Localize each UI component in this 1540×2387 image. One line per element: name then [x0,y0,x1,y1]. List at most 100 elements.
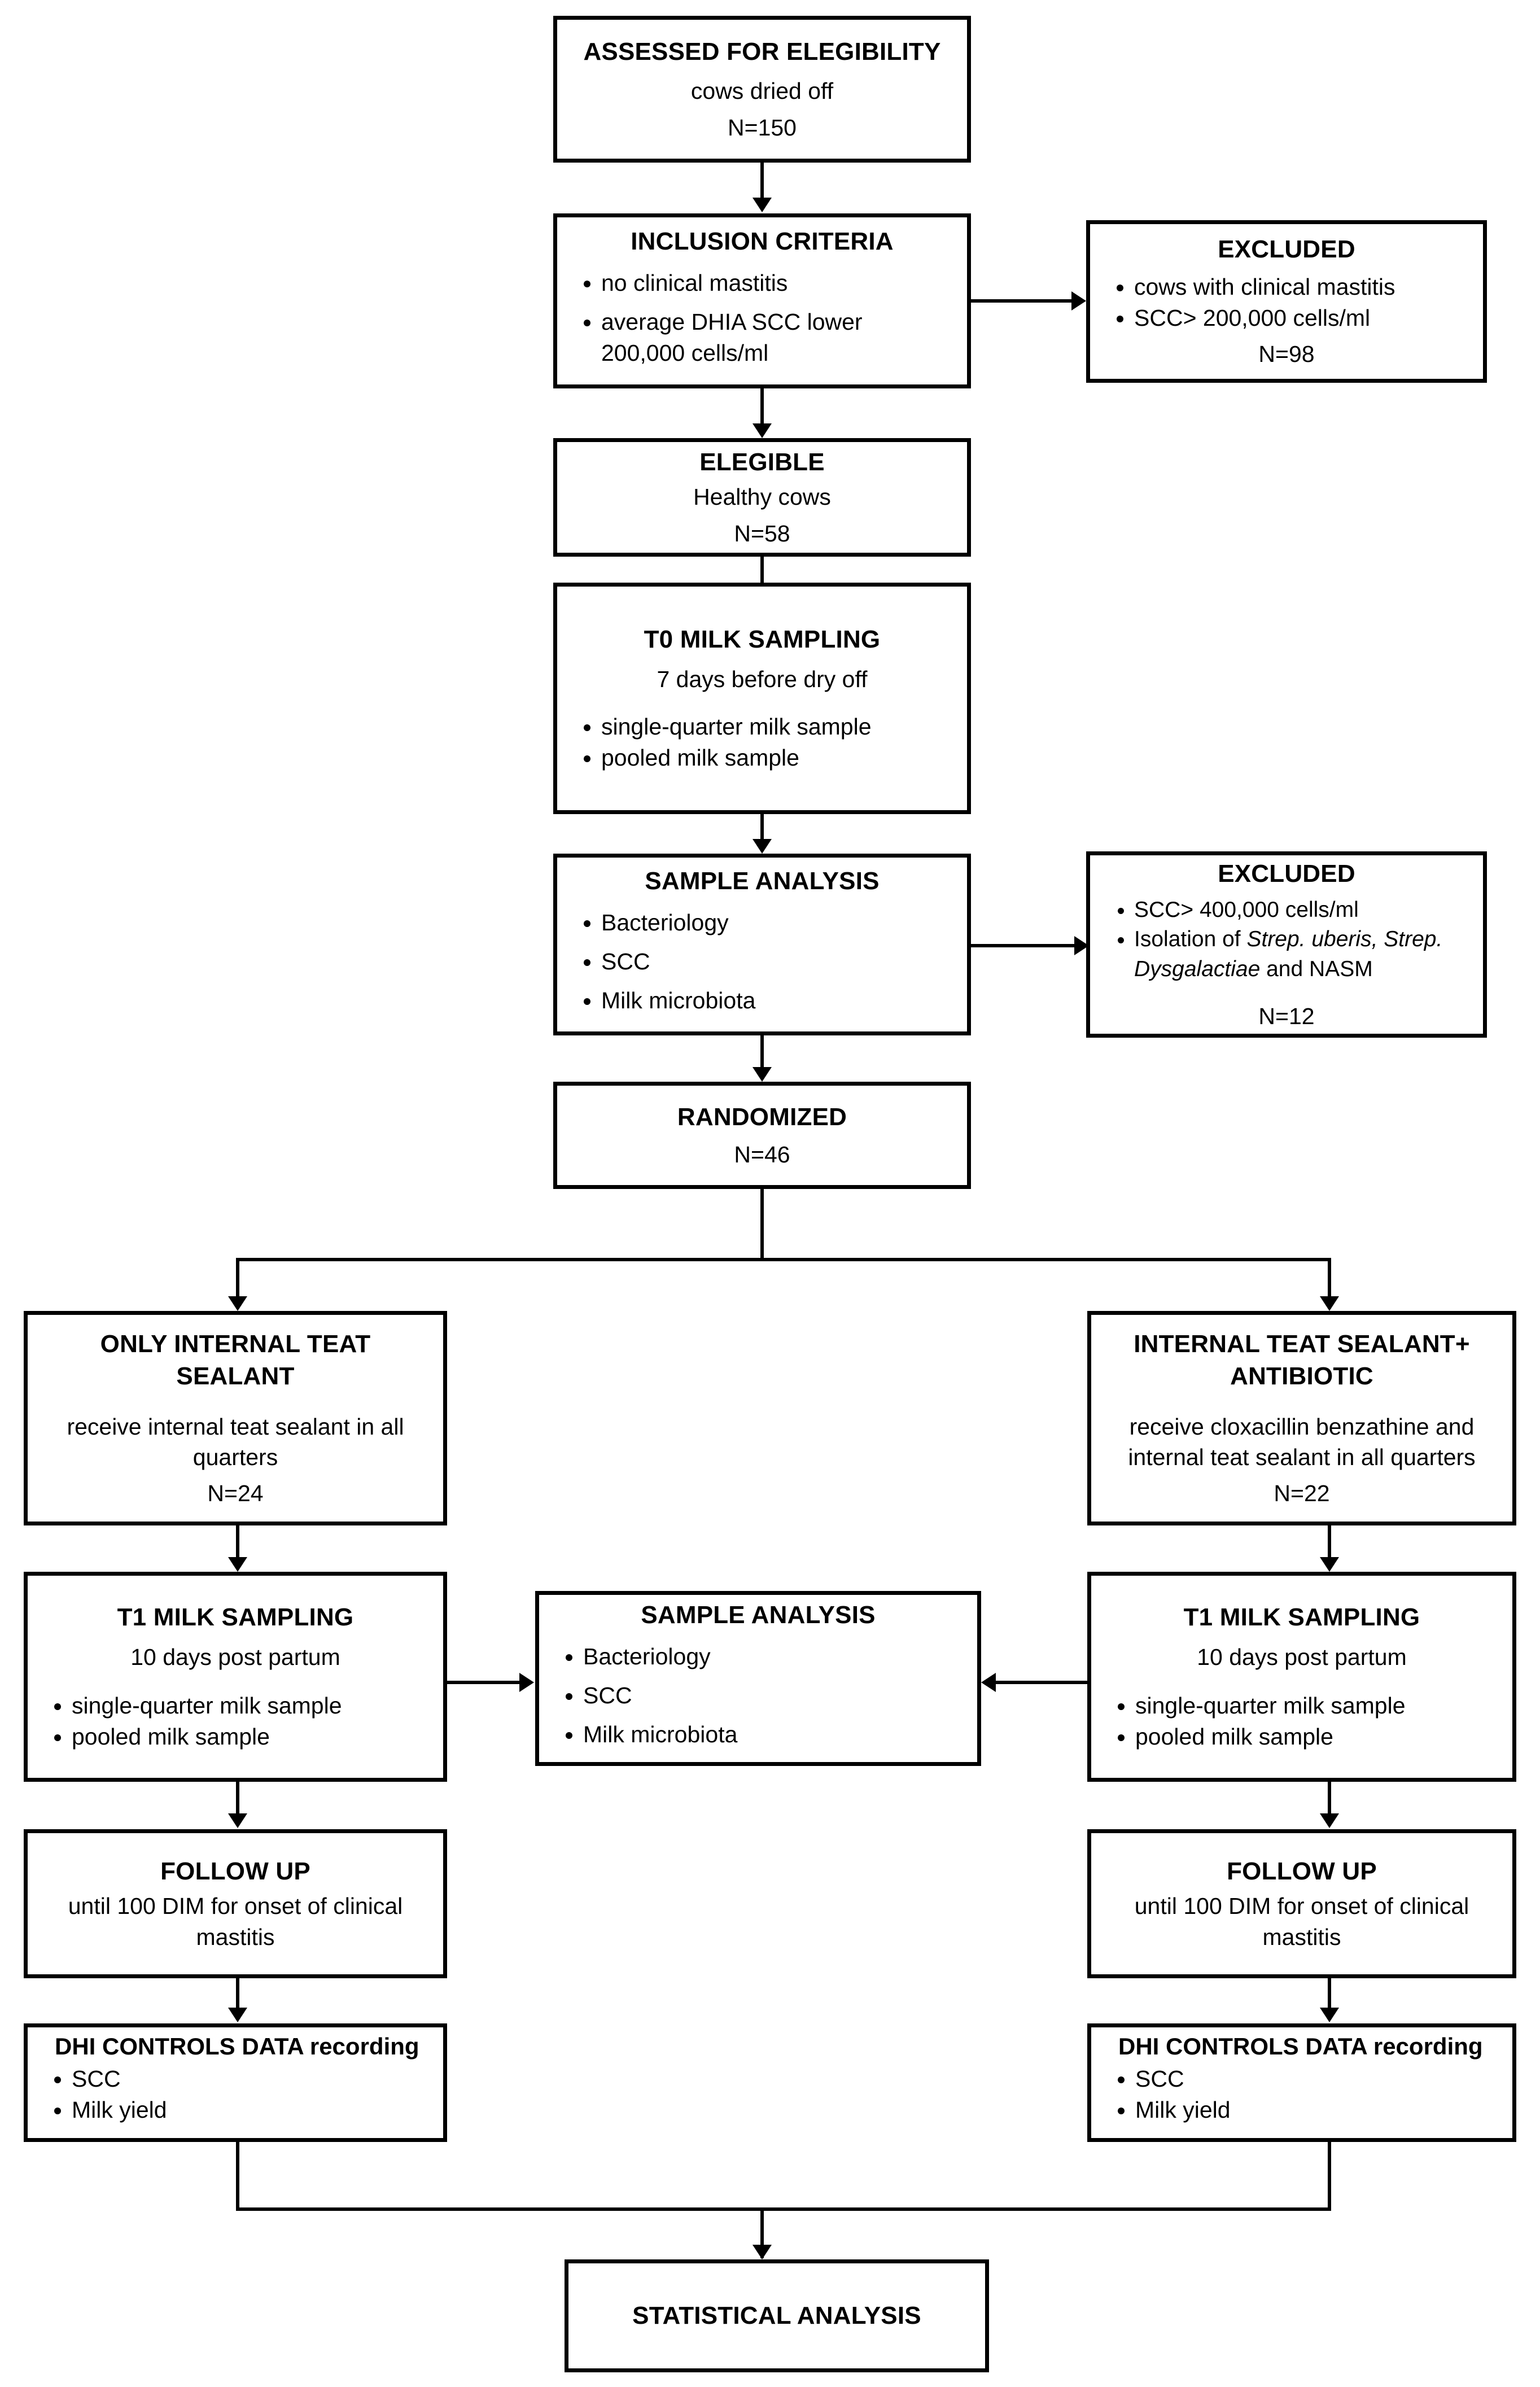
node-t1-milk-sampling-left: T1 MILK SAMPLING 10 days post partum sin… [24,1572,447,1782]
arrowhead-down [228,1296,247,1311]
node-title: DHI CONTROLS DATA recording [1118,2033,1483,2060]
arrowhead-right [519,1673,534,1692]
node-title: FOLLOW UP [160,1857,310,1886]
node-subtitle: until 100 DIM for onset of clinical mast… [68,1893,403,1950]
node-subtitle: receive cloxacillin benzathine and inter… [1128,1414,1476,1471]
list-item: single-quarter milk sample [1135,1690,1498,1721]
node-count: N=12 [1258,1003,1315,1029]
arrowhead-down [1320,1813,1339,1828]
connector-sampleanalysis-to-randomized [760,1035,764,1077]
connector-dhiright-drop [1328,2142,1331,2211]
node-title: SAMPLE ANALYSIS [645,867,880,895]
node-bullet-list: SCC> 400,000 cells/ml Isolation of Strep… [1105,895,1468,984]
node-count: N=98 [1258,341,1315,368]
arrowhead-down [753,2245,772,2259]
species-name-1: Strep. uberis, Strep. [1246,927,1443,952]
node-sample-analysis-t0: SAMPLE ANALYSIS Bacteriology SCC Milk mi… [553,854,971,1035]
list-item: pooled milk sample [72,1721,428,1752]
node-title: INTERNAL TEAT SEALANT+ ANTIBIOTIC [1134,1330,1470,1390]
connector-split-bar [236,1258,1331,1261]
list-item: single-quarter milk sample [72,1690,428,1721]
connector-t1right-to-sampleanalysis [996,1681,1087,1684]
list-item: SCC> 200,000 cells/ml [1134,303,1468,334]
node-subtitle: until 100 DIM for onset of clinical mast… [1134,1893,1469,1950]
node-statistical-analysis: STATISTICAL ANALYSIS [565,2259,989,2372]
arrowhead-down [753,423,772,438]
arrowhead-down [228,1557,247,1572]
node-title: ASSESSED FOR ELEGIBILITY [583,38,941,66]
list-item: cows with clinical mastitis [1134,272,1468,303]
connector-followupright-to-dhiright [1328,1978,1331,2018]
node-dhi-controls-right: DHI CONTROLS DATA recording SCC Milk yie… [1087,2023,1516,2142]
node-t0-milk-sampling: T0 MILK SAMPLING 7 days before dry off s… [553,583,971,814]
list-item: SCC [583,1680,963,1711]
node-randomized: RANDOMIZED N=46 [553,1082,971,1189]
connector-armleft-to-t1left [236,1525,239,1567]
connector-inclusion-to-elegible [760,388,764,434]
list-item: SCC [1135,2064,1498,2095]
node-assessed-for-elegibility: ASSESSED FOR ELEGIBILITY cows dried off … [553,16,971,163]
node-bullet-list: Bacteriology SCC Milk microbiota [554,1641,963,1758]
arrowhead-left [981,1673,996,1692]
node-subtitle: cows dried off [690,78,834,104]
connector-elegible-to-t0 [760,557,764,602]
list-item: Milk microbiota [601,985,952,1016]
list-item: Milk yield [72,2095,428,2126]
arrowhead-down [1320,1557,1339,1572]
node-bullet-list: no clinical mastitis average DHIA SCC lo… [572,268,952,377]
node-bullet-list: single-quarter milk sample pooled milk s… [572,711,952,773]
node-subtitle: 7 days before dry off [657,666,868,692]
text-plain-2: and NASM [1260,956,1373,981]
connector-split-left-drop [236,1258,239,1309]
connector-merge-bar [236,2207,1331,2211]
node-bullet-list: single-quarter milk sample pooled milk s… [42,1690,428,1752]
node-title: T0 MILK SAMPLING [644,626,881,654]
node-t1-milk-sampling-right: T1 MILK SAMPLING 10 days post partum sin… [1087,1572,1516,1782]
arrowhead-down [1320,2008,1339,2022]
node-bullet-list: Bacteriology SCC Milk microbiota [572,907,952,1024]
connector-t1left-to-followupleft [236,1782,239,1824]
node-bullet-list: single-quarter milk sample pooled milk s… [1106,1690,1498,1752]
list-item: Bacteriology [583,1641,963,1672]
connector-randomized-stem [760,1189,764,1261]
node-inclusion-criteria: INCLUSION CRITERIA no clinical mastitis … [553,213,971,388]
node-title: EXCLUDED [1218,859,1355,888]
node-bullet-list: SCC Milk yield [1106,2064,1498,2126]
node-title: T1 MILK SAMPLING [1183,1603,1420,1632]
connector-inclusion-to-excluded1 [971,299,1073,303]
list-item: SCC [601,946,952,977]
connector-merge-to-statistical [760,2207,764,2258]
node-excluded-2: EXCLUDED SCC> 400,000 cells/ml Isolation… [1086,851,1487,1038]
connector-followupleft-to-dhileft [236,1978,239,2018]
list-item: pooled milk sample [601,742,952,773]
arrowhead-down [753,1067,772,1082]
node-title: EXCLUDED [1218,235,1355,264]
list-item: pooled milk sample [1135,1721,1498,1752]
node-bullet-list: cows with clinical mastitis SCC> 200,000… [1105,272,1468,334]
species-name-2: Dysgalactiae [1134,956,1261,981]
node-sample-analysis-t1: SAMPLE ANALYSIS Bacteriology SCC Milk mi… [535,1591,981,1766]
connector-t1right-to-followupright [1328,1782,1331,1824]
connector-sampleanalysis-to-excluded2 [971,944,1075,947]
node-count: N=150 [728,114,797,141]
node-subtitle: receive internal teat sealant in all qua… [67,1414,404,1471]
arrowhead-down [228,1813,247,1828]
node-title: ONLY INTERNAL TEAT SEALANT [100,1330,371,1390]
node-elegible: ELEGIBLE Healthy cows N=58 [553,438,971,557]
node-subtitle: Healthy cows [693,484,831,510]
connector-armright-to-t1right [1328,1525,1331,1567]
arrowhead-down [228,2008,247,2022]
node-title: STATISTICAL ANALYSIS [632,2302,921,2330]
list-item: Bacteriology [601,907,952,938]
connector-t0-to-sample-analysis [760,814,764,849]
node-title: FOLLOW UP [1227,1857,1377,1886]
node-arm-internal-teat-sealant-antibiotic: INTERNAL TEAT SEALANT+ ANTIBIOTIC receiv… [1087,1311,1516,1525]
list-item: Milk microbiota [583,1719,963,1750]
node-title: SAMPLE ANALYSIS [641,1601,876,1629]
list-item: average DHIA SCC lower 200,000 cells/ml [601,307,952,369]
node-count: N=22 [1274,1480,1330,1507]
connector-t1left-to-sampleanalysis [447,1681,520,1684]
connector-assessed-to-inclusion [760,163,764,208]
node-follow-up-right: FOLLOW UP until 100 DIM for onset of cli… [1087,1829,1516,1978]
